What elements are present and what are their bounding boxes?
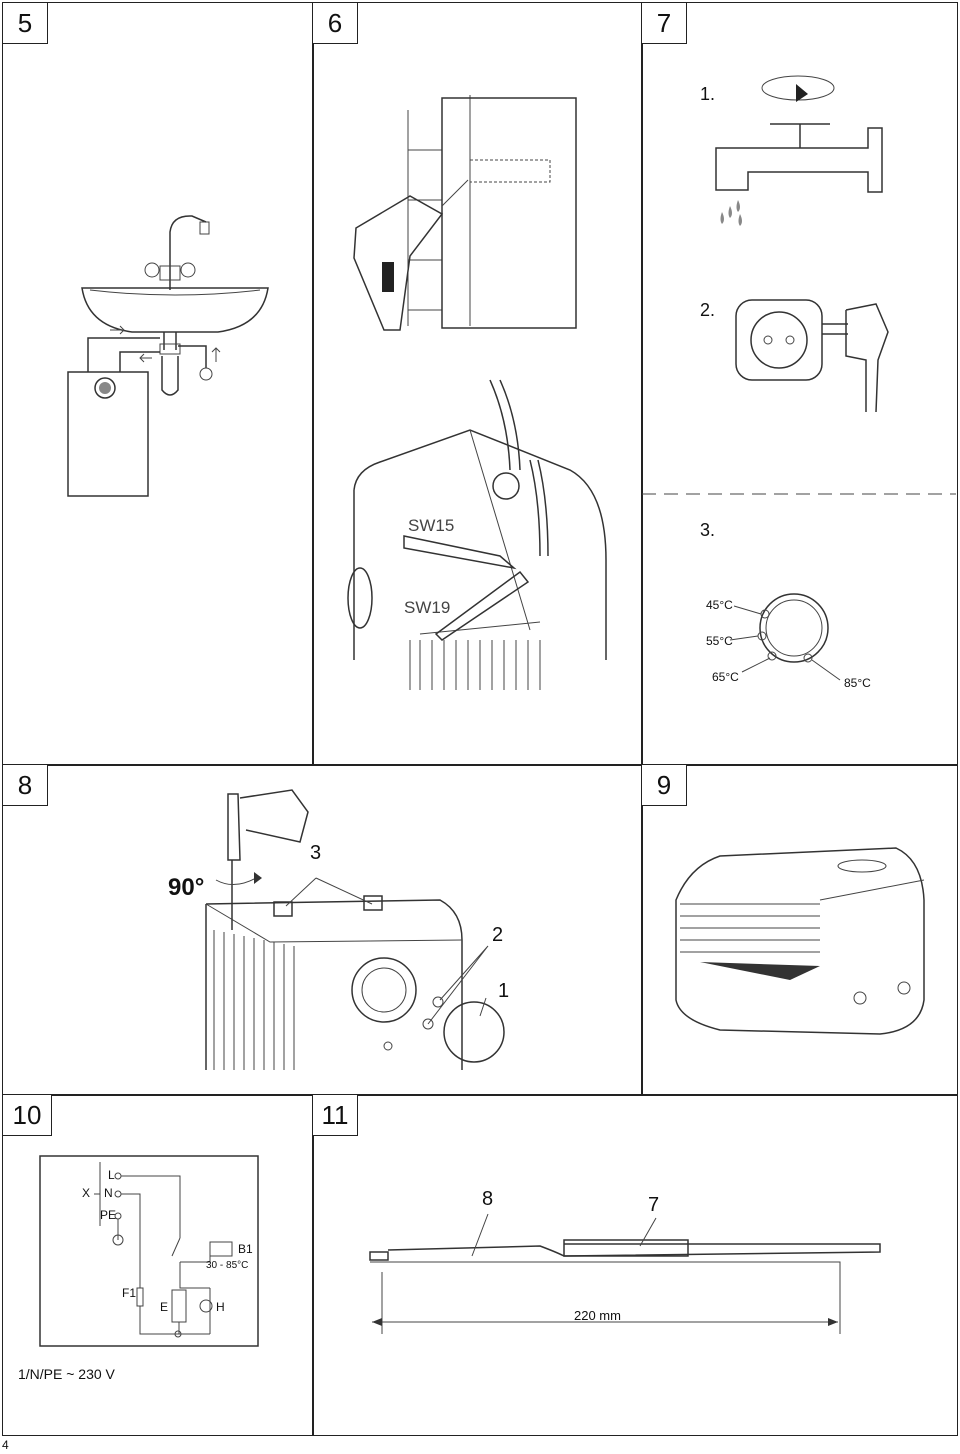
panel-10: [2, 1094, 314, 1436]
panel-11: [312, 1094, 958, 1436]
temp-65: 65°C: [712, 670, 739, 684]
terminal-l: L: [108, 1168, 115, 1182]
thermostat-b1: B1: [238, 1242, 253, 1256]
wall-drill-illustration: [353, 95, 577, 331]
page-number: 4: [2, 1438, 9, 1452]
angle-label: 90°: [168, 874, 205, 901]
wrench-connection-illustration: [347, 379, 607, 690]
panel-7-number: 7: [641, 2, 687, 44]
temperature-ring-illustration: [729, 593, 841, 681]
panel-9: [641, 764, 958, 1096]
thermostat-range: 30 - 85°C: [206, 1260, 249, 1271]
panel-11-number: 11: [312, 1094, 358, 1136]
callout-8: 8: [482, 1188, 494, 1210]
step-1-label: 1.: [700, 84, 716, 104]
element-e: E: [160, 1300, 169, 1314]
socket-plug-illustration: [735, 299, 889, 413]
callout-7: 7: [648, 1194, 660, 1216]
terminal-x: X: [82, 1186, 91, 1200]
heater-h: H: [216, 1300, 225, 1314]
temp-85: 85°C: [844, 676, 871, 690]
wiring-diagram: [39, 1155, 259, 1347]
dimension-220mm: 220 mm: [574, 1308, 621, 1323]
callout-2: 2: [492, 924, 504, 946]
knob-removal-illustration: [205, 789, 505, 1070]
panel-6-number: 6: [312, 2, 358, 44]
panel-8-number: 8: [2, 764, 48, 806]
panel-9-number: 9: [641, 764, 687, 806]
panel-7: [641, 2, 958, 766]
callout-1: 1: [498, 980, 510, 1002]
step-3-label: 3.: [700, 520, 716, 540]
terminal-n: N: [104, 1186, 113, 1200]
panel-6: [312, 2, 643, 766]
supply-voltage: 1/N/PE ~ 230 V: [18, 1366, 115, 1382]
panel-5-number: 5: [2, 2, 48, 44]
sensor-probe-illustration: [369, 1213, 881, 1334]
wrench-label-sw19: SW19: [404, 598, 451, 617]
panel-10-number: 10: [2, 1094, 52, 1136]
temp-45: 45°C: [706, 598, 733, 612]
terminal-pe: PE: [100, 1208, 117, 1222]
callout-3: 3: [310, 842, 322, 864]
faucet-illustration: [715, 75, 883, 226]
sink-heater-illustration: [67, 215, 269, 497]
temp-55: 55°C: [706, 634, 733, 648]
fuse-f1: F1: [122, 1286, 137, 1300]
step-2-label: 2.: [700, 300, 716, 320]
wrench-label-sw15: SW15: [408, 516, 455, 535]
heater-perspective-illustration: [675, 847, 925, 1035]
panel-5: [2, 2, 314, 766]
